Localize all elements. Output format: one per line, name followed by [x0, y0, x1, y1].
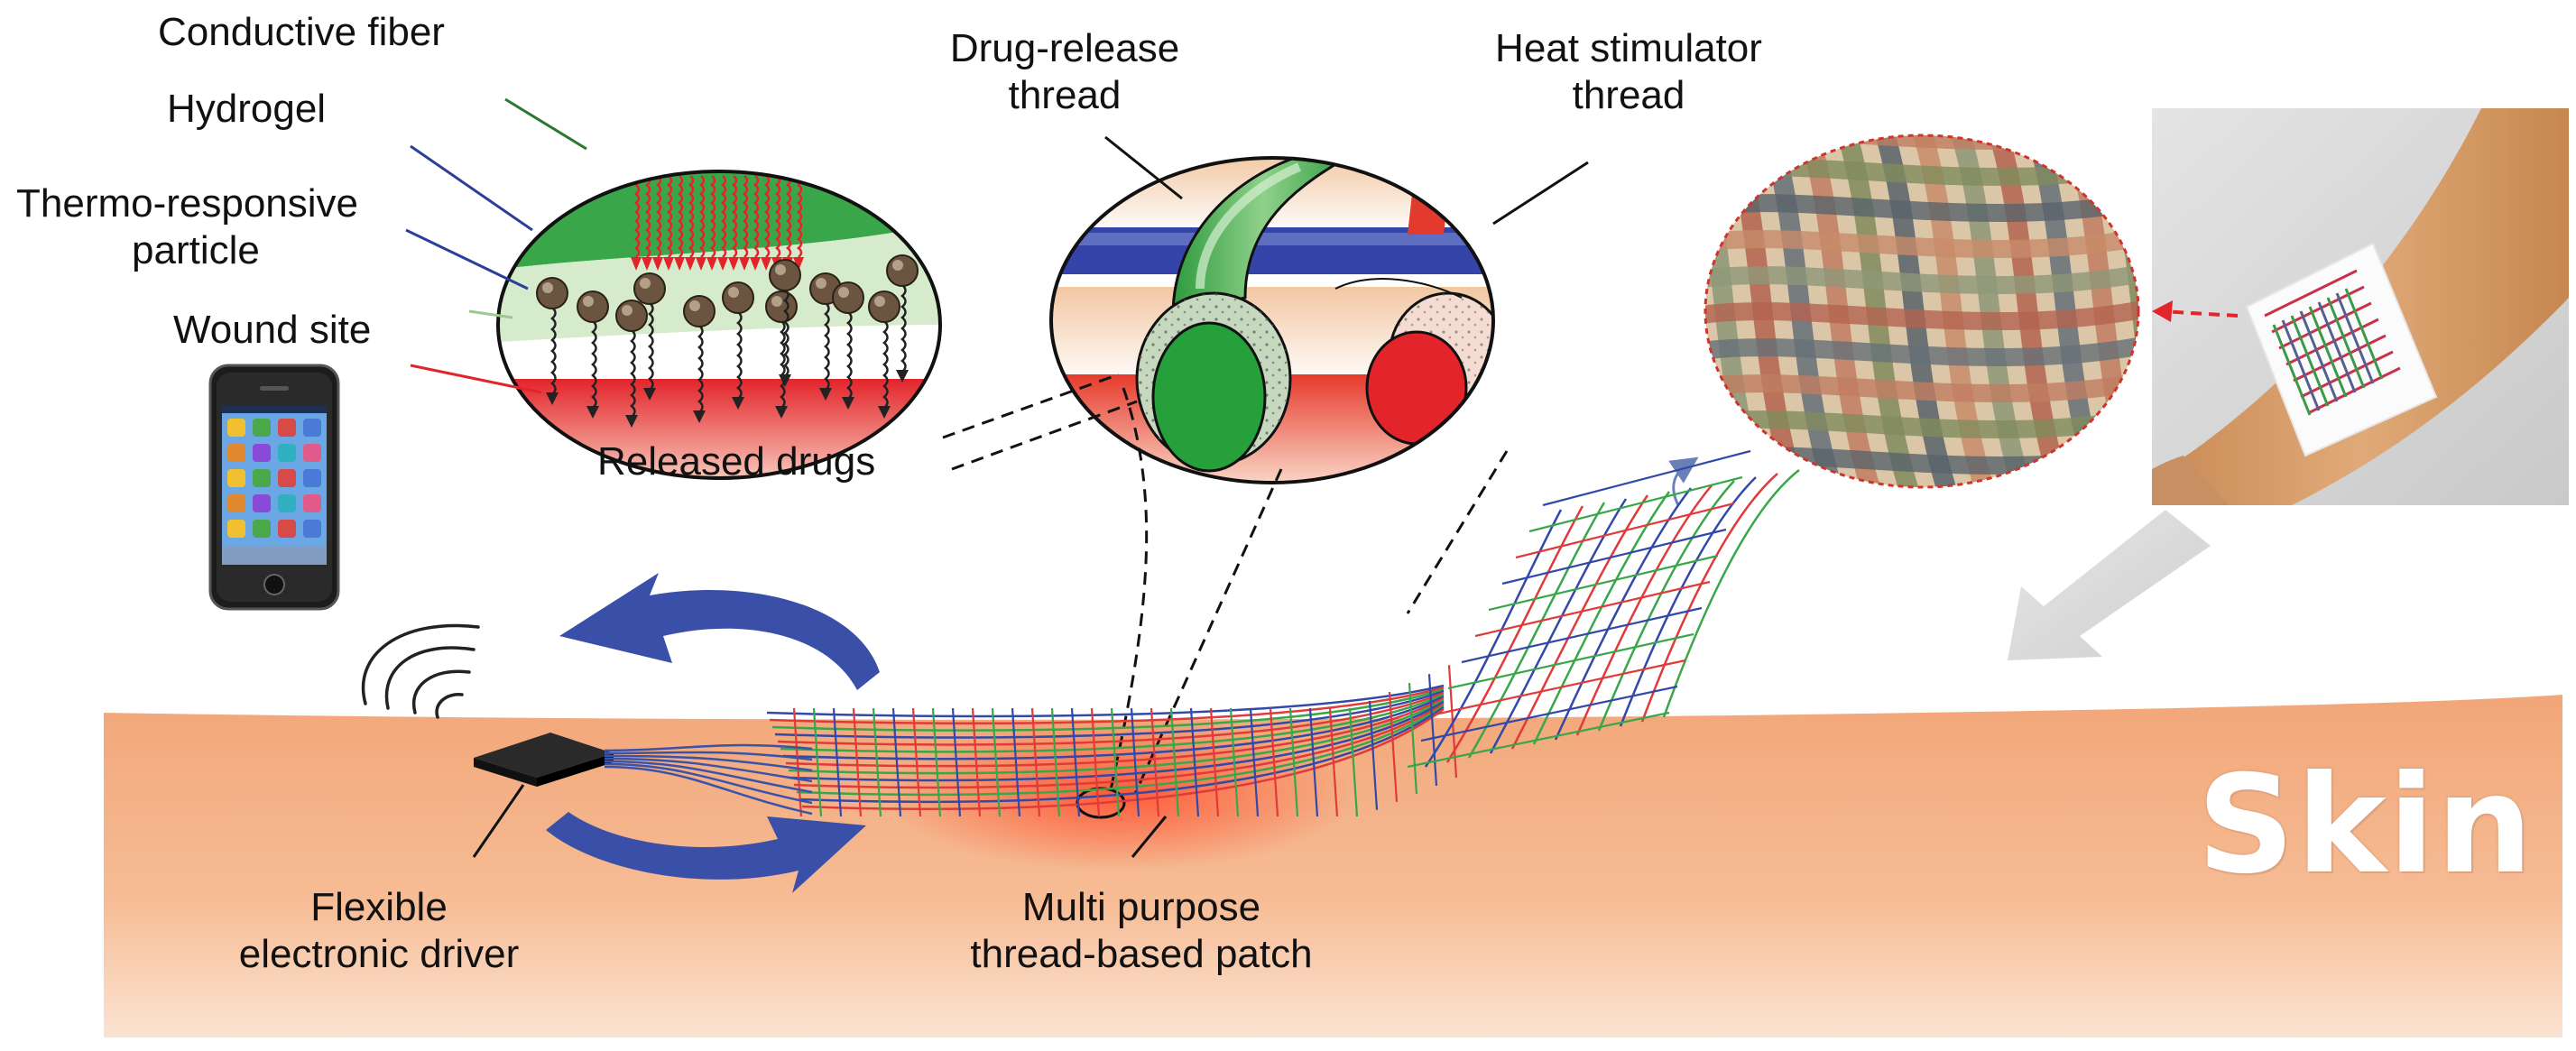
label-heat-line1: Heat stimulator [1495, 26, 1762, 70]
label-conductive-fiber: Conductive fiber [158, 10, 445, 54]
label-wound-site: Wound site [173, 308, 372, 352]
label-hydrogel: Hydrogel [167, 87, 327, 131]
label-patch-line1: Multi purpose [1021, 885, 1261, 929]
gray-arrow-icon [2008, 510, 2211, 660]
label-heat-line2: thread [1572, 73, 1685, 117]
label-driver-line2: electronic driver [238, 932, 520, 976]
label-patch-line2: thread-based patch [970, 932, 1313, 976]
drug-release-zoom-circle [496, 170, 942, 480]
thread-zoom-circle [1049, 156, 1495, 484]
label-released-drugs: Released drugs [597, 439, 876, 484]
label-drug-release-thread: Drug-release thread [929, 25, 1200, 119]
flexible-electronic-driver [474, 733, 813, 816]
curved-arrow-icon [546, 573, 880, 893]
label-driver-line1: Flexible [310, 885, 448, 929]
label-skin: Skin [2197, 747, 2534, 904]
label-thread-based-patch: Multi purpose thread-based patch [929, 884, 1353, 978]
label-drug-release-line2: thread [1008, 73, 1122, 117]
label-thermo-line2: particle [132, 228, 260, 272]
thread-patch [766, 449, 1800, 817]
label-heat-stimulator-thread: Heat stimulator thread [1480, 25, 1777, 119]
arm-photo [2152, 108, 2569, 505]
wireless-signal-icon [361, 623, 480, 719]
label-drug-release-line1: Drug-release [949, 26, 1180, 70]
photo-mesh [2264, 269, 2401, 416]
smartphone-icon [208, 364, 340, 611]
label-thermo-line1: Thermo-responsive [16, 181, 359, 226]
label-thermo-responsive-particle: Thermo-responsive particle [16, 180, 358, 274]
label-flexible-electronic-driver: Flexible electronic driver [189, 884, 568, 978]
